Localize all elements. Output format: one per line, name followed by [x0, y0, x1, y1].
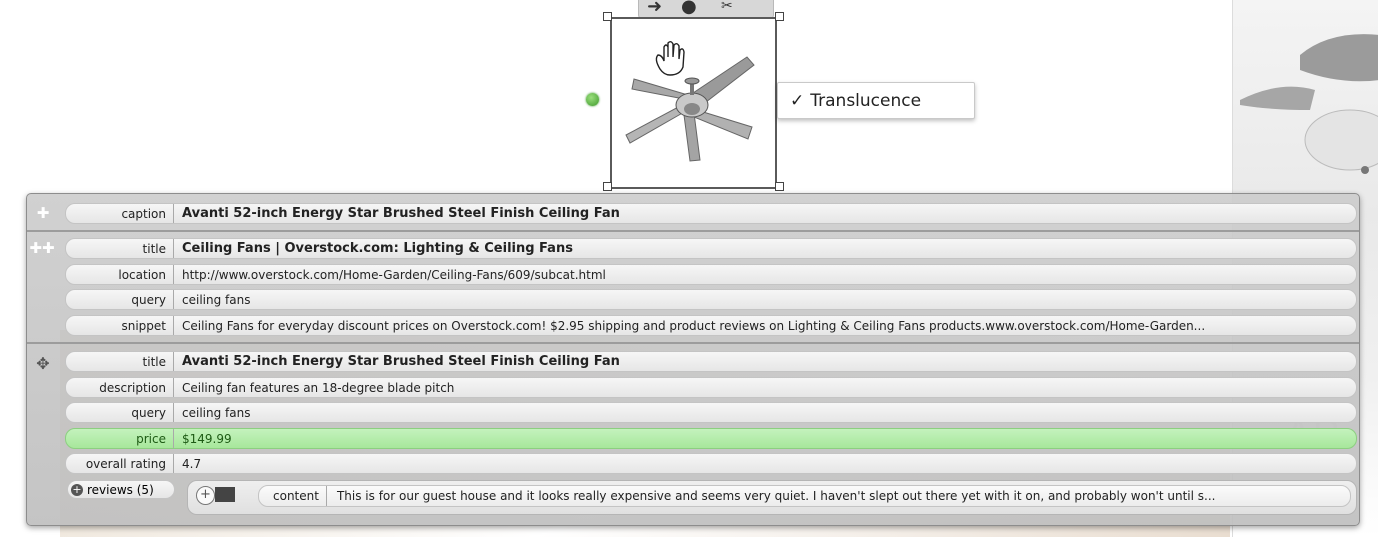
resize-handle-bottom-left[interactable] [603, 182, 612, 191]
connector-dot[interactable] [586, 93, 599, 106]
field-key: caption [66, 204, 174, 223]
resize-handle-bottom-right[interactable] [775, 182, 784, 191]
puzzle-piece-icon: ✚ [36, 204, 50, 222]
resize-handle-top-left[interactable] [603, 12, 612, 21]
review-content-row[interactable]: content This is for our guest house and … [258, 485, 1351, 507]
field-row[interactable]: caption Avanti 52-inch Energy Star Brush… [65, 203, 1357, 224]
field-key: query [66, 290, 174, 309]
scissors-icon[interactable]: ✂ [721, 0, 733, 14]
add-review-button[interactable]: + [196, 486, 215, 505]
field-value: 4.7 [182, 456, 202, 471]
metadata-panel: ✚ caption Avanti 52-inch Energy Star Bru… [26, 193, 1360, 526]
checkmark-icon: ✓ [790, 90, 805, 111]
share-arrow-icon[interactable]: ➜ [647, 0, 663, 17]
field-value: This is for our guest house and it looks… [336, 489, 1216, 503]
field-value: Avanti 52-inch Energy Star Brushed Steel… [182, 206, 620, 221]
field-value: $149.99 [182, 431, 232, 446]
reviews-toggle[interactable]: + reviews (5) [67, 480, 175, 499]
field-key: content [259, 486, 327, 506]
expand-plus-icon: + [71, 482, 83, 496]
field-key: snippet [66, 316, 174, 335]
hand-cursor-icon [655, 41, 685, 76]
group-divider [27, 342, 1359, 344]
group-divider [27, 230, 1359, 232]
field-value: ceiling fans [182, 405, 251, 420]
image-toolbar: ➜ ● ✂ [638, 0, 774, 19]
field-row[interactable]: title Ceiling Fans | Overstock.com: Ligh… [65, 238, 1357, 259]
field-row[interactable]: title Avanti 52-inch Energy Star Brushed… [65, 351, 1357, 372]
translucence-menu-item[interactable]: ✓ Translucence [777, 82, 975, 119]
field-value: Ceiling Fans for everyday discount price… [182, 318, 1206, 333]
field-key: overall rating [66, 454, 174, 473]
info-circle-icon[interactable]: ● [681, 0, 697, 17]
puzzle-pieces-icon: ✚✚ [29, 239, 55, 257]
field-value: Ceiling Fans | Overstock.com: Lighting &… [182, 241, 573, 256]
field-row[interactable]: location http://www.overstock.com/Home-G… [65, 264, 1357, 285]
field-value: Ceiling fan features an 18-degree blade … [182, 380, 455, 395]
add-field-bar[interactable] [215, 487, 235, 502]
field-key: query [66, 403, 174, 422]
field-value: Avanti 52-inch Energy Star Brushed Steel… [182, 354, 620, 369]
field-key: price [66, 429, 174, 448]
field-key: description [66, 378, 174, 397]
field-key: location [66, 265, 174, 284]
field-key: title [66, 352, 174, 371]
field-row[interactable]: query ceiling fans [65, 402, 1357, 423]
review-entry: + content This is for our guest house an… [187, 480, 1357, 515]
field-row[interactable]: query ceiling fans [65, 289, 1357, 310]
field-value: ceiling fans [182, 292, 251, 307]
selected-image-frame[interactable] [610, 17, 777, 189]
move-arrows-icon[interactable]: ✥ [36, 354, 50, 373]
resize-handle-top-right[interactable] [775, 12, 784, 21]
field-row[interactable]: description Ceiling fan features an 18-d… [65, 377, 1357, 398]
field-value: http://www.overstock.com/Home-Garden/Cei… [182, 267, 606, 282]
field-row[interactable]: overall rating 4.7 [65, 453, 1357, 474]
ceiling-fan-image [625, 41, 755, 162]
field-key: title [66, 239, 174, 258]
field-row-highlighted[interactable]: price $149.99 [65, 428, 1357, 449]
background-fan-image [1240, 34, 1378, 174]
field-row[interactable]: snippet Ceiling Fans for everyday discou… [65, 315, 1357, 336]
menu-item-label: Translucence [810, 90, 922, 111]
reviews-label: reviews (5) [87, 482, 154, 497]
